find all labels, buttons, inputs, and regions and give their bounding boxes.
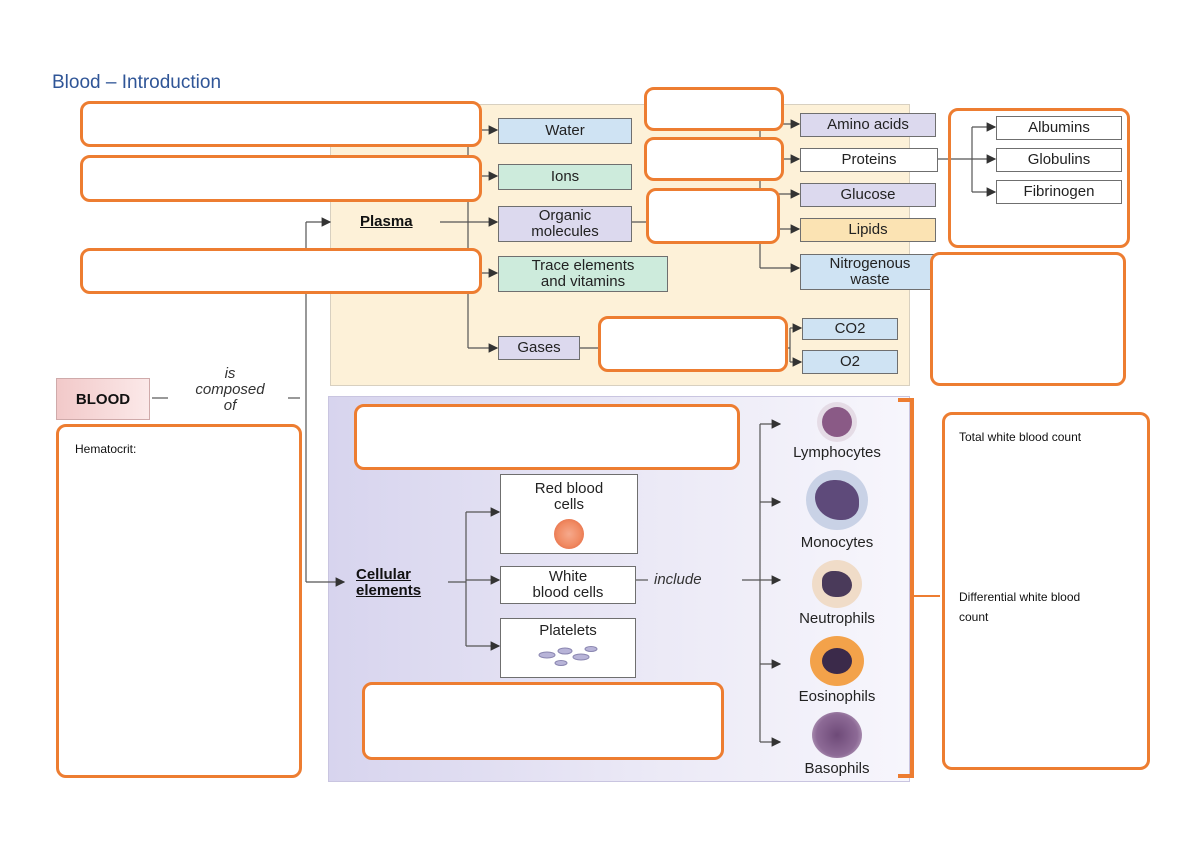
neutrophil-item: Neutrophils bbox=[770, 560, 904, 627]
proteins-label: Proteins bbox=[841, 151, 897, 168]
answer-box-platelets[interactable] bbox=[362, 682, 724, 760]
cellular-elements-line-2: elements bbox=[356, 582, 422, 599]
albumins-box: Albumins bbox=[996, 116, 1122, 140]
blood-label-box: BLOOD bbox=[56, 378, 150, 420]
amino-acids-box: Amino acids bbox=[800, 113, 936, 137]
wbc-box: White blood cells bbox=[500, 566, 636, 604]
lipids-label: Lipids bbox=[848, 221, 888, 238]
hematocrit-label: Hematocrit: bbox=[75, 442, 137, 456]
organic-molecules-line-2: molecules bbox=[531, 223, 599, 240]
total-wbc-label: Total white blood count bbox=[959, 430, 1082, 444]
rbc-box: Red blood cells bbox=[500, 474, 638, 554]
amino-acids-label: Amino acids bbox=[827, 116, 909, 133]
wbc-count-box[interactable]: Total white blood count Differential whi… bbox=[942, 412, 1150, 770]
water-box: Water bbox=[498, 118, 632, 144]
platelets-box: Platelets bbox=[500, 618, 636, 678]
differential-wbc-line-1: Differential white blood bbox=[959, 590, 1081, 604]
ions-label: Ions bbox=[550, 168, 580, 185]
composed-of-text: is composed of bbox=[170, 366, 290, 414]
platelets-image bbox=[538, 646, 598, 666]
proteins-box: Proteins bbox=[800, 148, 938, 172]
differential-wbc-label: Differential white blood count bbox=[959, 587, 1080, 627]
answer-box-water[interactable] bbox=[80, 101, 482, 147]
monocyte-image bbox=[806, 470, 868, 530]
fibrinogen-label: Fibrinogen bbox=[1023, 183, 1095, 200]
co2-box: CO2 bbox=[802, 318, 898, 340]
basophil-image bbox=[812, 712, 862, 758]
nitrogenous-waste-line-1: Nitrogenous bbox=[829, 255, 911, 272]
monocytes-label: Monocytes bbox=[800, 534, 874, 551]
basophils-label: Basophils bbox=[804, 760, 870, 777]
composed-of-line-2: composed bbox=[195, 381, 265, 398]
answer-box-plasma-proteins bbox=[948, 108, 1130, 248]
co2-label: CO2 bbox=[834, 320, 866, 337]
page-title: Blood – Introduction bbox=[52, 72, 222, 93]
hematocrit-box[interactable]: Hematocrit: bbox=[56, 424, 302, 778]
eosinophil-item: Eosinophils bbox=[770, 636, 904, 705]
composed-of-line-1: is bbox=[224, 365, 236, 382]
composed-of-line-3: of bbox=[223, 397, 237, 414]
trace-elements-line-1: Trace elements bbox=[531, 257, 635, 274]
include-label: include bbox=[654, 571, 702, 588]
wbc-line-1: White bbox=[548, 568, 588, 585]
water-label: Water bbox=[545, 122, 585, 139]
monocyte-item: Monocytes bbox=[770, 470, 904, 551]
neutrophil-image bbox=[812, 560, 862, 608]
o2-label: O2 bbox=[839, 353, 860, 370]
fibrinogen-box: Fibrinogen bbox=[996, 180, 1122, 204]
o2-box: O2 bbox=[802, 350, 898, 374]
rbc-line-1: Red blood bbox=[534, 480, 604, 497]
trace-elements-box: Trace elements and vitamins bbox=[498, 256, 668, 292]
cellular-elements-line-1: Cellular bbox=[356, 566, 412, 583]
organic-molecules-box: Organic molecules bbox=[498, 206, 632, 242]
trace-elements-line-2: and vitamins bbox=[540, 273, 626, 290]
basophil-item: Basophils bbox=[770, 712, 904, 777]
ions-box: Ions bbox=[498, 164, 632, 190]
neutrophils-label: Neutrophils bbox=[799, 610, 875, 627]
answer-box-glucose[interactable] bbox=[646, 188, 780, 244]
lipids-box: Lipids bbox=[800, 218, 936, 242]
answer-box-proteins[interactable] bbox=[644, 137, 784, 181]
answer-box-nitrogenous-waste[interactable] bbox=[930, 252, 1126, 386]
nitrogenous-waste-line-2: waste bbox=[850, 271, 890, 288]
red-blood-cell-image bbox=[554, 519, 584, 549]
glucose-box: Glucose bbox=[800, 183, 936, 207]
rbc-line-2: cells bbox=[553, 496, 584, 513]
gases-label: Gases bbox=[517, 339, 561, 356]
glucose-label: Glucose bbox=[840, 186, 896, 203]
blood-label: BLOOD bbox=[75, 390, 131, 408]
eosinophil-image bbox=[810, 636, 864, 686]
gases-box: Gases bbox=[498, 336, 580, 360]
lymphocyte-image bbox=[817, 402, 857, 442]
plasma-label: Plasma bbox=[360, 213, 413, 230]
globulins-box: Globulins bbox=[996, 148, 1122, 172]
answer-box-cellular-elements[interactable] bbox=[354, 404, 740, 470]
eosinophils-label: Eosinophils bbox=[798, 688, 876, 705]
lymphocyte-item: Lymphocytes bbox=[770, 402, 904, 461]
albumins-label: Albumins bbox=[1028, 119, 1090, 136]
nitrogenous-waste-box: Nitrogenous waste bbox=[800, 254, 940, 290]
answer-box-ions[interactable] bbox=[80, 155, 482, 202]
globulins-label: Globulins bbox=[1027, 151, 1091, 168]
answer-box-gases[interactable] bbox=[598, 316, 788, 372]
lymphocytes-label: Lymphocytes bbox=[793, 444, 881, 461]
organic-molecules-line-1: Organic bbox=[538, 207, 592, 224]
answer-box-trace-elements[interactable] bbox=[80, 248, 482, 294]
platelets-label: Platelets bbox=[539, 622, 597, 639]
differential-wbc-line-2: count bbox=[959, 610, 989, 624]
wbc-line-2: blood cells bbox=[532, 584, 604, 601]
answer-box-amino-acids[interactable] bbox=[644, 87, 784, 131]
cellular-elements-label: Cellular elements bbox=[356, 567, 421, 599]
